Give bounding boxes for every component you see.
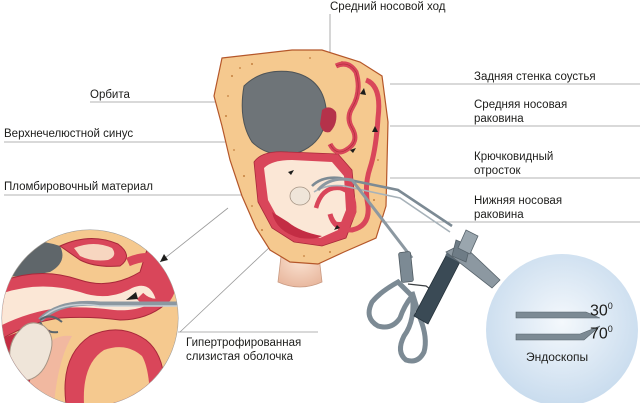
forceps-joint [398, 251, 414, 283]
bone-texture [225, 57, 381, 257]
flow-arrows [288, 88, 378, 230]
label-posterior-ostium-wall: Задняя стенка соустья [474, 71, 596, 83]
filling-material [289, 186, 311, 206]
surgical-instruments [316, 177, 501, 364]
label-maxillary-sinus: Верхнечелюстной синус [4, 128, 134, 140]
endoscopes-circle [486, 254, 638, 403]
inferior-turbinate [313, 185, 357, 227]
hypertrophied-mucosa [272, 212, 322, 239]
label-filling-material: Пломбировочный материал [4, 181, 153, 193]
label-hypertrophied-mucosa-line1: Гипертрофированная [186, 337, 302, 349]
angle-30-value: 30 [590, 302, 608, 320]
label-middle-turbinate-line1: Средняя носовая [474, 99, 568, 111]
label-uncinate-line2: отросток [474, 165, 521, 177]
angle-70-label: 700 [590, 324, 613, 343]
endoscope-body [413, 251, 463, 325]
label-hypertrophied-mucosa-line2: слизистая оболочка [186, 351, 294, 363]
label-uncinate-line1: Крючковидный [474, 151, 554, 163]
ethmoid-cell [320, 107, 337, 133]
sinus-cross-section [213, 49, 453, 288]
endoscope-30 [515, 311, 601, 319]
zoom-inset [1, 207, 229, 403]
angle-30-label: 300 [590, 301, 613, 320]
forceps-ring-right [398, 291, 428, 364]
zoom-flow-arrow [126, 292, 138, 300]
degree-mark-70: 0 [607, 324, 613, 334]
endoscopes-caption: Эндоскопы [526, 350, 589, 364]
endoscopes-inset [486, 254, 638, 403]
nasal-wall-mucosa [327, 77, 382, 233]
label-orbit: Орбита [90, 89, 130, 101]
label-middle-meatus: Средний носовой ход [330, 1, 446, 13]
orbit [241, 70, 327, 155]
endoscope-70 [515, 325, 601, 341]
label-inferior-turbinate-line2: раковина [474, 209, 524, 221]
degree-mark-30: 0 [607, 301, 613, 311]
label-middle-turbinate-line2: раковина [474, 113, 524, 125]
label-inferior-turbinate-line1: Нижняя носовая [474, 195, 563, 207]
zoom-arrow [160, 254, 168, 262]
angle-70-value: 70 [590, 325, 608, 343]
forceps-ring-left [366, 278, 416, 330]
